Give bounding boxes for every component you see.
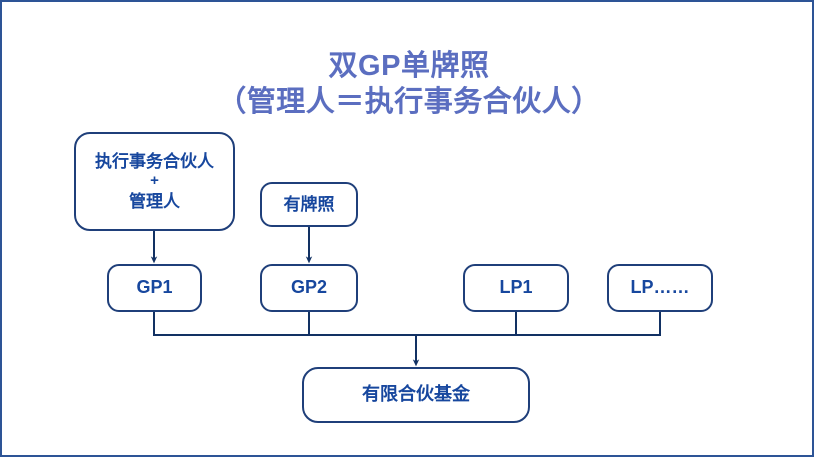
node-limited-partnership-fund[interactable]: 有限合伙基金	[302, 367, 530, 423]
node-lp1-label: LP1	[499, 277, 533, 298]
node-gp2[interactable]: GP2	[260, 264, 358, 312]
node-gp2-label: GP2	[290, 277, 328, 298]
node-gp1[interactable]: GP1	[107, 264, 202, 312]
node-managing-partner-line2: 管理人	[129, 191, 180, 211]
node-managing-partner-line1: 执行事务合伙人	[95, 151, 214, 171]
node-lp1[interactable]: LP1	[463, 264, 569, 312]
node-lp-more[interactable]: LP……	[607, 264, 713, 312]
node-gp1-label: GP1	[136, 277, 173, 298]
node-managing-partner[interactable]: 执行事务合伙人 + 管理人	[74, 132, 235, 231]
node-managing-partner-plus: +	[150, 172, 159, 190]
node-lp-more-label: LP……	[630, 277, 690, 298]
diagram-title: 双GP单牌照 （管理人＝执行事务合伙人）	[217, 50, 601, 118]
node-licensed-label: 有牌照	[283, 194, 335, 214]
node-limited-partnership-fund-label: 有限合伙基金	[362, 384, 470, 405]
node-licensed[interactable]: 有牌照	[260, 182, 358, 227]
